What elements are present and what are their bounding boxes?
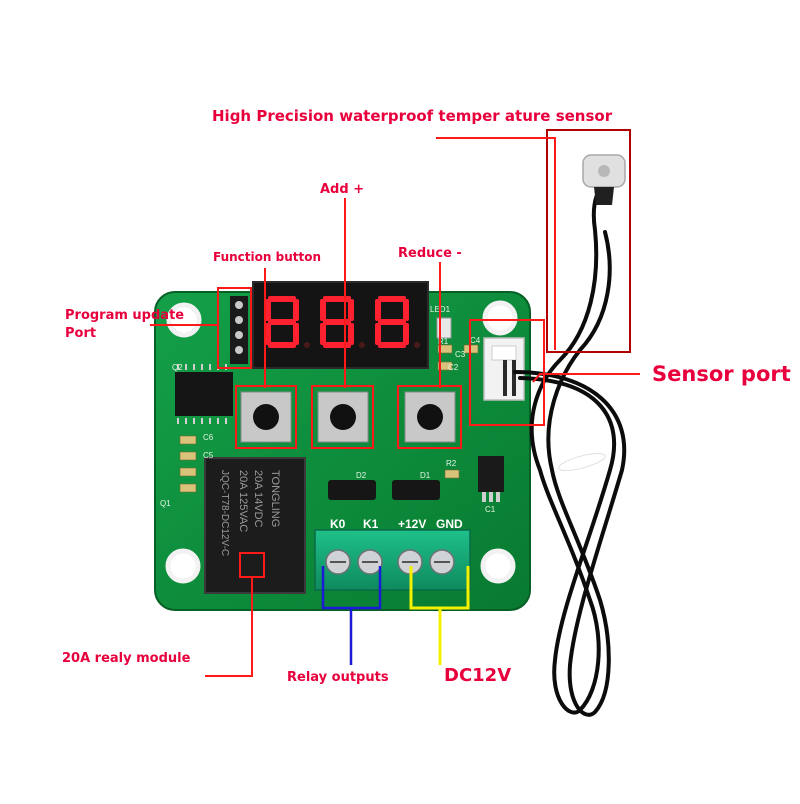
reduce-button-highlight [397,385,462,449]
display-digit: 8 [265,296,310,348]
terminal-label: +12V [398,517,426,531]
program-port-label-line1: Program update [65,308,185,323]
silkscreen-label: C5 [203,451,214,460]
terminal-labels: K0 K1 +12V GND [330,517,463,531]
add-button-highlight [311,385,374,449]
display-digit: 8 [375,296,420,348]
dc12v-bracket [409,566,470,665]
sensor-port-highlight [469,319,545,426]
cable-tie [558,453,606,471]
silkscreen-label: R2 [446,459,457,468]
program-port-highlight [217,287,252,369]
add-button [317,391,369,443]
diodes [328,480,440,500]
silkscreen-label: D1 [420,471,431,480]
svg-text:20A 14VDC: 20A 14VDC [252,470,264,528]
silkscreen-label: C4 [470,336,481,345]
silkscreen-label: C3 [455,350,466,359]
sensor-cable [513,188,627,717]
svg-text:20A 125VAC: 20A 125VAC [237,470,249,532]
add-label: Add + [320,182,365,197]
ic-chip [175,364,233,424]
mounting-hole [165,548,201,584]
svg-text:TONGLING: TONGLING [269,470,281,527]
reduce-button [404,391,456,443]
relay-module: 20A 125VAC 20A 14VDC TONGLING JQC-T78-DC… [204,457,306,594]
voltage-regulator [478,456,504,502]
silkscreen-label: C2 [448,363,459,372]
function-button [240,391,292,443]
relay-outputs-label: Relay outputs [287,670,389,685]
seven-segment-display: 888 [252,281,429,369]
terminal-block [314,529,471,591]
reduce-label: Reduce - [398,246,462,261]
program-port-label-line2: Port [65,326,97,341]
program-port-header [230,296,248,364]
sensor-label: High Precision waterproof temper ature s… [212,107,613,125]
relay-module-label: 20A realy module [62,651,191,666]
red-leader-lines [150,137,640,677]
silkscreen-label: Q1 [160,499,171,508]
svg-text:JQC-T78-DC12V-C: JQC-T78-DC12V-C [219,470,230,556]
sensor-port-label: Sensor port [652,362,791,386]
sensor-highlight [546,129,631,353]
mounting-hole [480,548,516,584]
mounting-hole [166,302,202,338]
silkscreen-label: C1 [485,505,496,514]
silkscreen-label: Q2 [172,363,183,372]
terminal-label: K0 [330,517,346,531]
terminal-label: GND [436,517,463,531]
silkscreen-label: C6 [203,433,214,442]
silkscreen-label: R1 [438,337,449,346]
function-button-label: Function button [213,250,322,264]
mounting-hole [482,300,518,336]
relay-outputs-bracket [321,566,382,665]
terminal-label: K1 [363,517,379,531]
dc12v-label: DC12V [444,665,512,686]
temperature-sensor-probe [558,154,626,471]
sensor-connector [483,337,525,401]
silkscreen-label: D2 [356,471,367,480]
